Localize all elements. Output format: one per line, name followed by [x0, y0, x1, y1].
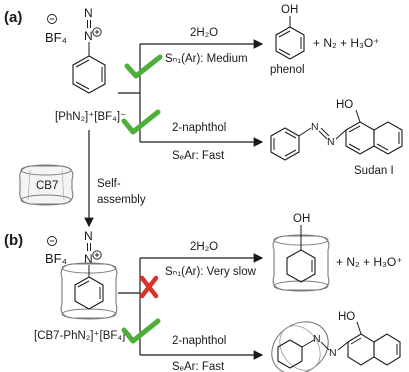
phenol-molecule: OH — [275, 4, 305, 60]
lower-condition-a: SₑAr: Fast — [172, 150, 225, 162]
lower-reagent-b: 2-naphthol — [172, 335, 226, 347]
panel-b-label: (b) — [4, 232, 23, 249]
branch-arrows-b — [118, 253, 264, 360]
upper-reagent-a: 2H₂O — [190, 27, 218, 39]
caged-azo-n2: N — [329, 347, 337, 359]
diazonium-molecule-a: BF₄ N N — [45, 6, 106, 94]
diazonium-n-bottom-b: N — [84, 252, 93, 266]
diazonium-n-bottom-a: N — [84, 29, 93, 43]
check-icon-b-lower — [121, 318, 161, 344]
diazonium-n-top-b: N — [84, 229, 93, 243]
phenol-oh-label: OH — [281, 4, 298, 16]
bf4-label-a: BF₄ — [45, 30, 67, 45]
caged-sudan-ho-label: HO — [338, 311, 355, 323]
lower-condition-b: SₑAr: Fast — [172, 361, 225, 372]
cross-icon-b-upper — [139, 275, 159, 299]
check-icon-a-lower — [121, 109, 161, 135]
check-icon-a-upper — [124, 54, 163, 79]
panel-a-label: (a) — [4, 9, 22, 26]
sudan-azo-n1: N — [311, 121, 319, 133]
upper-condition-b: Sₙ₁(Ar): Very slow — [165, 266, 257, 278]
caged-phenol-molecule: OH — [272, 213, 330, 292]
self-assembly-label-1: Self- — [97, 178, 121, 190]
sudan-name: Sudan I — [354, 165, 394, 177]
lower-reagent-a: 2-naphthol — [172, 122, 226, 134]
upper-reagent-b: 2H₂O — [190, 241, 218, 253]
reagent-label-b: [CB7-PhN₂]⁺[BF₄]⁻ — [34, 330, 131, 342]
sudan-ho-label: HO — [336, 99, 353, 111]
cb7-label: CB7 — [36, 180, 58, 192]
sudan-i-molecule: N N HO — [270, 99, 403, 161]
self-assembly-label-2: assembly — [97, 194, 146, 206]
caged-azo-n1: N — [313, 333, 321, 345]
bf4-label-b: BF₄ — [45, 251, 67, 266]
byproducts-b: + N₂ + H₃O⁺ — [336, 255, 403, 269]
reagent-label-a: [PhN₂]⁺[BF₄]⁻ — [55, 111, 126, 123]
diazonium-n-top-a: N — [84, 6, 93, 20]
phenol-name: phenol — [270, 64, 305, 76]
cb7-host-icon — [19, 164, 74, 206]
caged-diazonium-molecule: BF₄ N N — [45, 229, 118, 320]
sudan-azo-n2: N — [327, 136, 335, 148]
upper-condition-a: Sₙ₁(Ar): Medium — [165, 53, 248, 65]
caged-phenol-oh-label: OH — [293, 213, 310, 225]
caged-sudan-i-molecule: N N HO — [271, 311, 401, 372]
byproducts-a: + N₂ + H₃O⁺ — [313, 36, 380, 50]
